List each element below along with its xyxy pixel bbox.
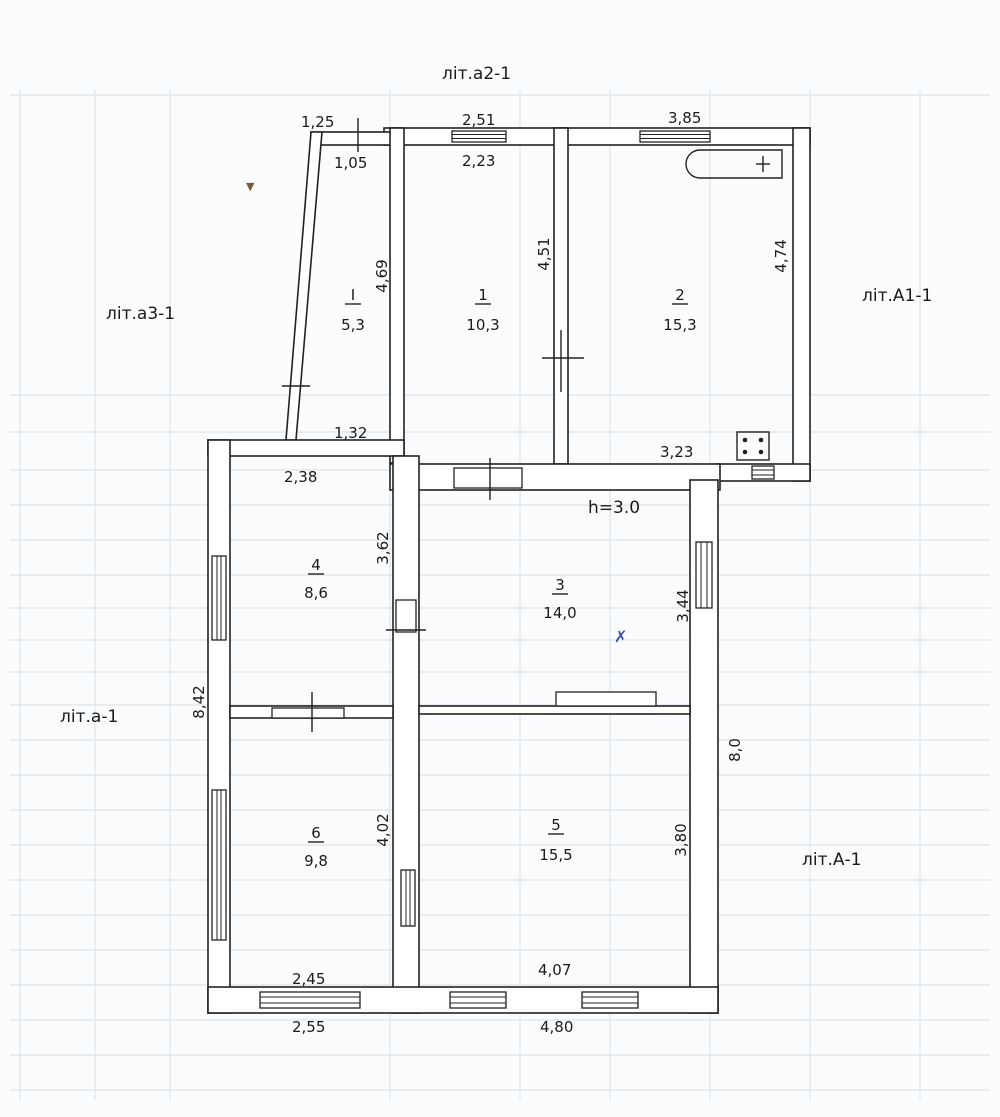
stove-burner-icon [758, 437, 764, 443]
pencil-mark-icon: ▼ [246, 180, 255, 193]
dim-label-vertical: 4,51 [535, 237, 553, 270]
window-bottom-room-5-left [449, 991, 507, 1009]
label-lit-a: літ.а-1 [60, 707, 118, 727]
dim-label: 4,07 [538, 961, 571, 979]
room-number: 6 [311, 824, 321, 842]
window-bottom-room-6 [259, 991, 361, 1009]
room-area: 5,3 [341, 316, 365, 334]
dim-label: 2,55 [292, 1018, 325, 1036]
dim-label: 2,38 [284, 468, 317, 486]
room-number: 3 [555, 576, 565, 594]
dimension-labels: 1,25 1,05 2,51 2,23 3,85 1,32 2,38 3,23 … [190, 109, 790, 1036]
fixtures: ✗ ▼ [246, 149, 783, 646]
window-bottom-room-2 [751, 465, 775, 480]
ceiling-height: h=3.0 [588, 498, 640, 518]
door-4-3 [395, 599, 417, 633]
dim-label: 1,32 [334, 424, 367, 442]
door-4-6 [271, 707, 345, 719]
door-3-5 [555, 691, 657, 707]
stove-icon [736, 431, 770, 461]
room-labels: I 5,3 1 10,3 2 15,3 3 14,0 4 8,6 5 15,5 [304, 286, 697, 870]
room-number: 4 [311, 556, 321, 574]
dim-label-vertical: 3,62 [374, 531, 392, 564]
window-center-wall [400, 869, 416, 927]
label-lit-A: літ.А-1 [802, 850, 861, 870]
wall-middle-horizontal [389, 463, 721, 491]
room-5: 5 15,5 [539, 816, 572, 864]
wall-slanted-room-i [285, 131, 323, 441]
dim-label: 3,23 [660, 443, 693, 461]
wall-top-room-4 [207, 439, 405, 457]
dim-label: 1,05 [334, 154, 367, 172]
room-area: 15,5 [539, 846, 572, 864]
dim-label-vertical: 3,80 [672, 823, 690, 856]
stove-burner-icon [758, 449, 764, 455]
room-area: 14,0 [543, 604, 576, 622]
dim-label-vertical: 3,44 [674, 589, 692, 622]
room-i: I 5,3 [341, 286, 365, 334]
doors [271, 118, 657, 732]
pencil-mark-icon: ✗ [614, 627, 627, 646]
room-number: 1 [478, 286, 488, 304]
wall-top [383, 127, 811, 146]
room-6: 6 9,8 [304, 824, 328, 870]
background-grid [10, 90, 990, 1100]
wall-right-room-2 [792, 127, 811, 482]
window-room-1 [451, 130, 507, 143]
wall-3-5 [418, 705, 691, 715]
dim-label-vertical: 8,42 [190, 685, 208, 718]
dim-label: 2,45 [292, 970, 325, 988]
dim-label: 2,51 [462, 111, 495, 129]
wall-center-vertical [392, 455, 420, 1014]
stove-burner-icon [742, 449, 748, 455]
dim-label: 3,85 [668, 109, 701, 127]
dim-label: 1,25 [301, 113, 334, 131]
room-number: I [351, 286, 355, 304]
dim-label-vertical: 4,02 [374, 813, 392, 846]
window-room-6 [211, 789, 227, 941]
room-area: 9,8 [304, 852, 328, 870]
window-bottom-room-5-right [581, 991, 639, 1009]
dim-label-vertical: 4,74 [772, 239, 790, 272]
bathtub-icon [685, 149, 783, 179]
room-area: 15,3 [663, 316, 696, 334]
dim-label-vertical: 4,69 [373, 259, 391, 292]
window-room-3 [695, 541, 713, 609]
dim-label-vertical: 8,0 [726, 738, 744, 762]
building-labels: літ.а2-1 літ.а3-1 літ.А1-1 літ.а-1 літ.А… [60, 64, 932, 870]
room-number: 2 [675, 286, 685, 304]
room-area: 8,6 [304, 584, 328, 602]
wall-i-1 [389, 127, 405, 464]
label-lit-A1: літ.А1-1 [862, 286, 932, 306]
window-room-2 [639, 130, 711, 143]
window-room-4 [211, 555, 227, 641]
room-4: 4 8,6 [304, 556, 328, 602]
label-lit-a2: літ.а2-1 [442, 64, 511, 84]
windows [211, 130, 775, 1009]
door-middle-wall [453, 467, 523, 489]
wall-top-room-i [310, 131, 392, 146]
dim-label: 4,80 [540, 1018, 573, 1036]
room-number: 5 [551, 816, 561, 834]
dim-label: 2,23 [462, 152, 495, 170]
room-area: 10,3 [466, 316, 499, 334]
room-2: 2 15,3 [663, 286, 696, 334]
stove-burner-icon [742, 437, 748, 443]
wall-1-2 [553, 127, 569, 465]
room-1: 1 10,3 [466, 286, 499, 334]
label-lit-a3: літ.а3-1 [106, 304, 175, 324]
room-3: 3 14,0 [543, 576, 576, 622]
